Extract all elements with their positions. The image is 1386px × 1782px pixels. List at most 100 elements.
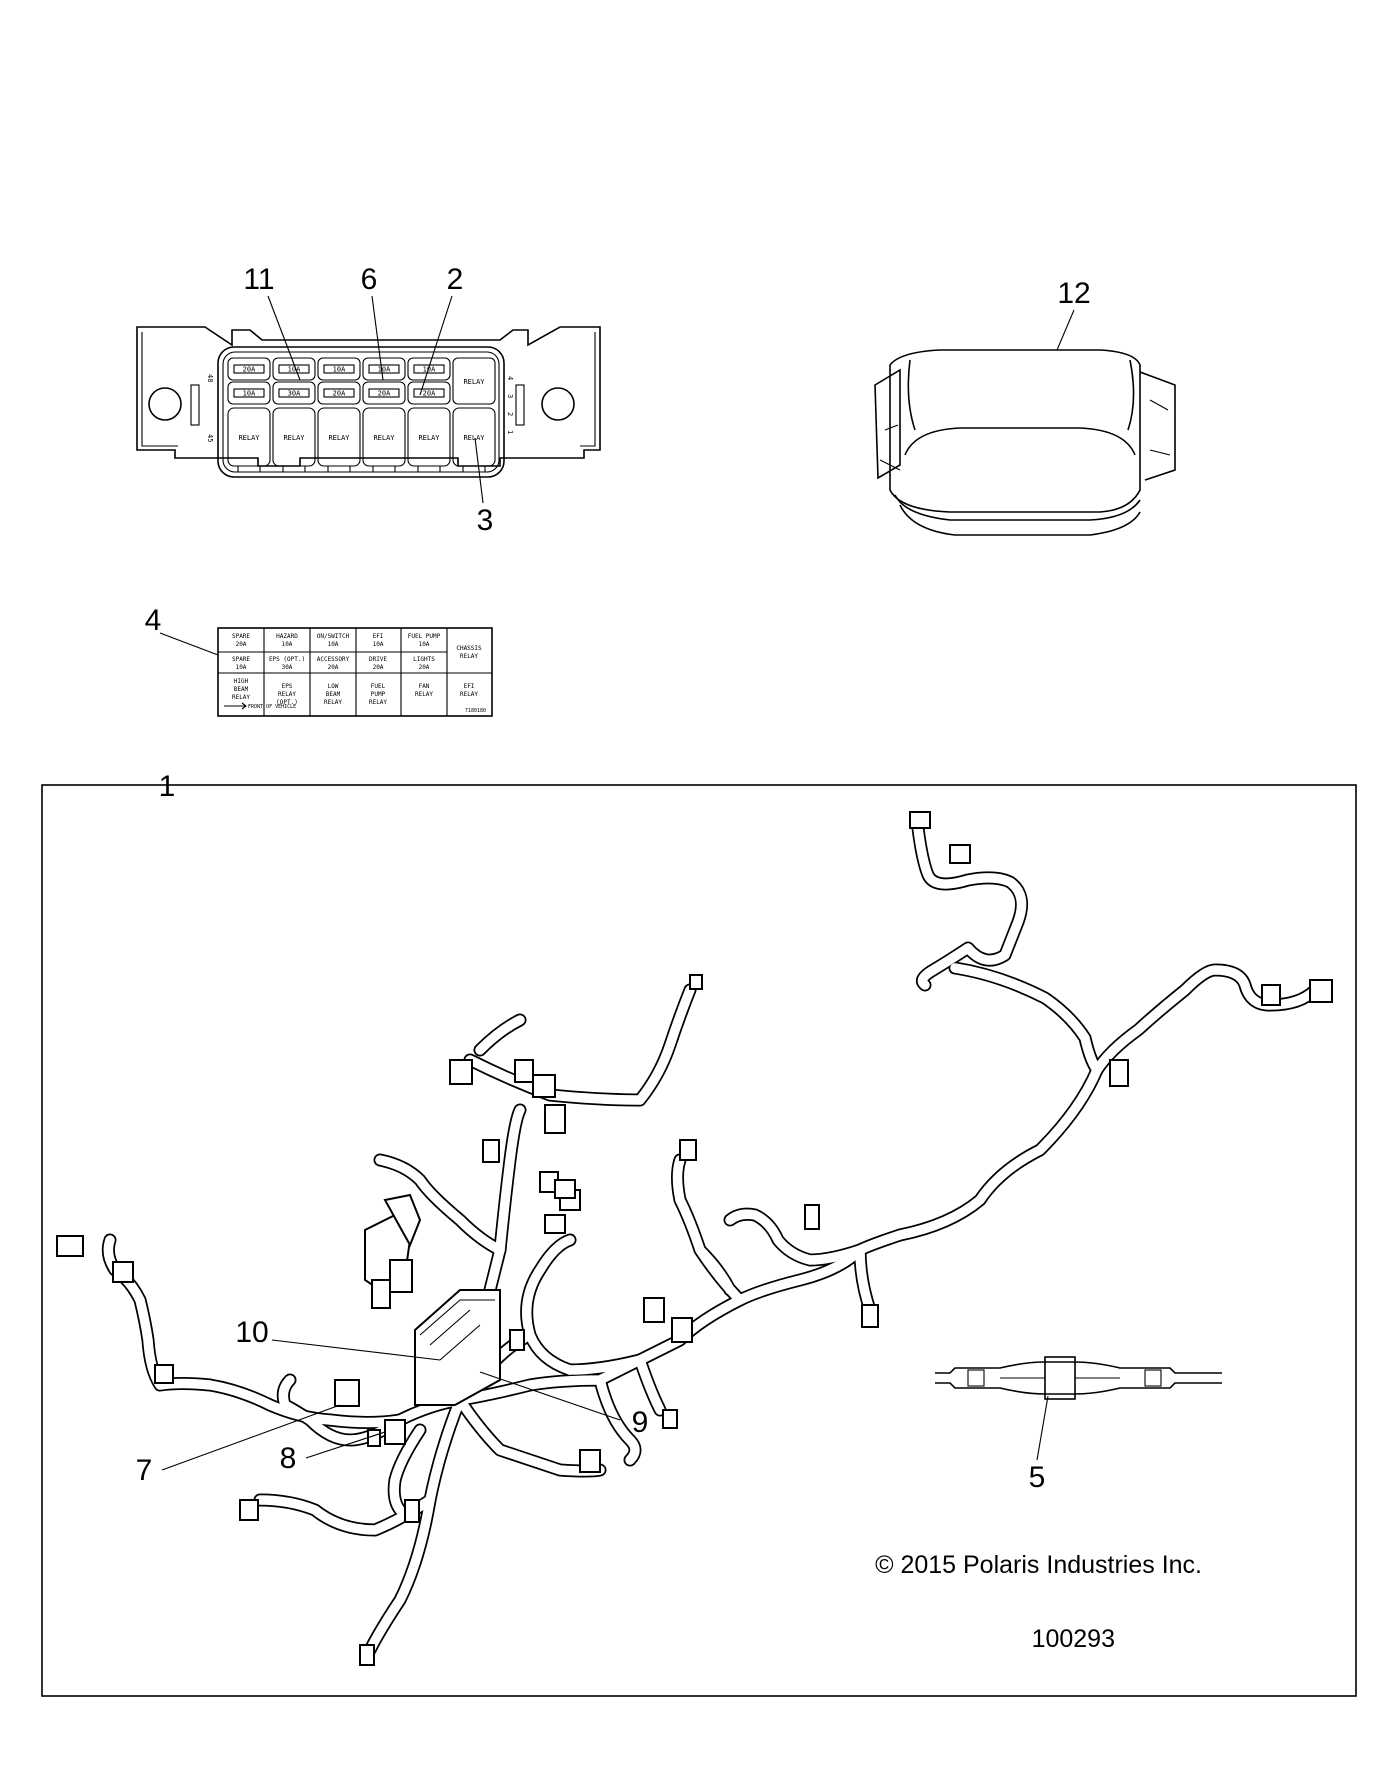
- fuse-box-side-label-45: 45: [206, 434, 214, 442]
- decal-r2-c1-l2: 10A: [236, 664, 247, 671]
- fuse-slot-mid-1: [227, 381, 271, 405]
- fuse-slot-mid-1-label: 10A: [243, 390, 256, 398]
- decal-r3-c6-l2: RELAY: [460, 691, 478, 698]
- decal-r1-c3-l1: ON/SWITCH: [317, 633, 350, 640]
- decal-r1-c2-l2: 10A: [282, 641, 293, 648]
- callout-1: 1: [159, 770, 176, 803]
- relay-slot-6-label: RELAY: [463, 434, 485, 442]
- figure-id: 100293: [1032, 1625, 1115, 1653]
- decal-r3-c1-l1: HIGH: [234, 678, 249, 685]
- decal-r3-c6-l1: EFI: [464, 683, 475, 690]
- callout-10: 10: [235, 1316, 268, 1349]
- decal-r3-c4-l2: PUMP: [371, 691, 386, 698]
- decal-r3-c5-l1: FAN: [419, 683, 430, 690]
- relay-slot-5-label: RELAY: [418, 434, 440, 442]
- relay-slot-top: [452, 357, 496, 405]
- decal-r3-c2-l2: RELAY: [278, 691, 296, 698]
- callout-12: 12: [1057, 277, 1090, 310]
- decal-r2-c3-l2: 20A: [328, 664, 339, 671]
- decal-r3-c3-l2: BEAM: [326, 691, 341, 698]
- decal-r1-c5-l2: 10A: [419, 641, 430, 648]
- copyright-text: © 2015 Polaris Industries Inc.: [875, 1551, 1202, 1579]
- fuse-slot-top-5: [407, 357, 451, 381]
- decal-chassis-l1: CHASSIS: [456, 645, 482, 652]
- callout-7: 7: [136, 1454, 153, 1487]
- decal-r2-c1-l1: SPARE: [232, 656, 250, 663]
- fuse-slot-mid-5-label: 20A: [423, 390, 436, 398]
- decal-r2-c3-l1: ACCESSORY: [317, 656, 350, 663]
- decal-r3-c4-l1: FUEL: [371, 683, 386, 690]
- inline-fuse: [935, 1356, 1222, 1400]
- decal-r2-c5-l2: 20A: [419, 664, 430, 671]
- main-wire-harness: [56, 811, 1333, 1666]
- callout-5: 5: [1029, 1461, 1046, 1494]
- fuse-slot-top-2: [272, 357, 316, 381]
- decal-r1-c1-l1: SPARE: [232, 633, 250, 640]
- callout-2: 2: [447, 263, 464, 296]
- callout-11: 11: [243, 263, 274, 296]
- relay-slot-2-label: RELAY: [283, 434, 305, 442]
- decal-part-number: 7180180: [465, 708, 486, 714]
- fuse-slot-top-1-label: 20A: [243, 366, 256, 374]
- fuse-decal: SPARE20AHAZARD10AON/SWITCH10AEFI10AFUEL …: [217, 627, 493, 717]
- decal-r3-c3-l1: LOW: [328, 683, 339, 690]
- fuse-slot-mid-5: [407, 381, 451, 405]
- decal-r1-c2-l1: HAZARD: [276, 633, 298, 640]
- relay-slot-top-label: RELAY: [463, 378, 485, 386]
- relay-slot-1: [227, 407, 271, 467]
- decal-r1-c4-l2: 10A: [373, 641, 384, 648]
- fuse-slot-top-5-label: 10A: [423, 366, 436, 374]
- fuse-box-side-label-48: 48: [206, 374, 214, 382]
- relay-slot-4: [362, 407, 406, 467]
- fuse-box-cover: [874, 349, 1176, 536]
- relay-slot-6: [452, 407, 496, 467]
- fuse-slot-mid-3: [317, 381, 361, 405]
- decal-r2-c5-l1: LIGHTS: [413, 656, 435, 663]
- decal-r3-c2-l1: EPS: [282, 683, 293, 690]
- decal-r3-c1-l2: BEAM: [234, 686, 249, 693]
- decal-r3-c3-l3: RELAY: [324, 699, 342, 706]
- decal-r3-c1-l3: RELAY: [232, 694, 250, 701]
- decal-r1-c5-l1: FUEL PUMP: [408, 633, 441, 640]
- fuse-slot-top-4-label: 10A: [378, 366, 391, 374]
- decal-r1-c3-l2: 10A: [328, 641, 339, 648]
- decal-r1-c1-l2: 20A: [236, 641, 247, 648]
- decal-chassis-l2: RELAY: [460, 653, 478, 660]
- fuse-slot-top-3: [317, 357, 361, 381]
- fuse-slot-mid-2: [272, 381, 316, 405]
- callout-8: 8: [280, 1442, 297, 1475]
- fuse-box-side-label-2: 2: [506, 412, 514, 416]
- callout-4: 4: [145, 604, 162, 637]
- fuse-slot-mid-3-label: 20A: [333, 390, 346, 398]
- decal-r2-c2-l1: EPS (OPT.): [269, 656, 305, 663]
- fuse-box-side-label-1: 1: [506, 430, 514, 434]
- decal-r1-c4-l1: EFI: [373, 633, 384, 640]
- callout-9: 9: [632, 1406, 649, 1439]
- fuse-slot-top-3-label: 10A: [333, 366, 346, 374]
- fuse-box-side-label-3: 3: [506, 394, 514, 398]
- harness-frame: [41, 784, 1357, 1697]
- decal-r2-c2-l2: 30A: [282, 664, 293, 671]
- decal-r2-c4-l2: 20A: [373, 664, 384, 671]
- callout-3: 3: [477, 504, 494, 537]
- fuse-slot-top-1: [227, 357, 271, 381]
- fuse-slot-mid-4: [362, 381, 406, 405]
- relay-slot-2: [272, 407, 316, 467]
- callout-6: 6: [361, 263, 378, 296]
- decal-front-note: FRONT OF VEHICLE: [248, 704, 296, 710]
- relay-slot-1-label: RELAY: [238, 434, 260, 442]
- relay-slot-4-label: RELAY: [373, 434, 395, 442]
- fuse-box: 20A 10A 10A 30A 10A 20A 10A 20A 10A 20A RELAY RELAY…: [136, 326, 601, 478]
- relay-slot-5: [407, 407, 451, 467]
- decal-r2-c4-l1: DRIVE: [369, 656, 387, 663]
- fuse-slot-top-2-label: 10A: [288, 366, 301, 374]
- relay-slot-3: [317, 407, 361, 467]
- fuse-box-side-label-4: 4: [506, 376, 514, 380]
- relay-slot-3-label: RELAY: [328, 434, 350, 442]
- decal-r3-c5-l2: RELAY: [415, 691, 433, 698]
- decal-r3-c2-l3: (OPT.): [276, 699, 298, 706]
- fuse-slot-mid-2-label: 30A: [288, 390, 301, 398]
- decal-r3-c4-l3: RELAY: [369, 699, 387, 706]
- fuse-slot-mid-4-label: 20A: [378, 390, 391, 398]
